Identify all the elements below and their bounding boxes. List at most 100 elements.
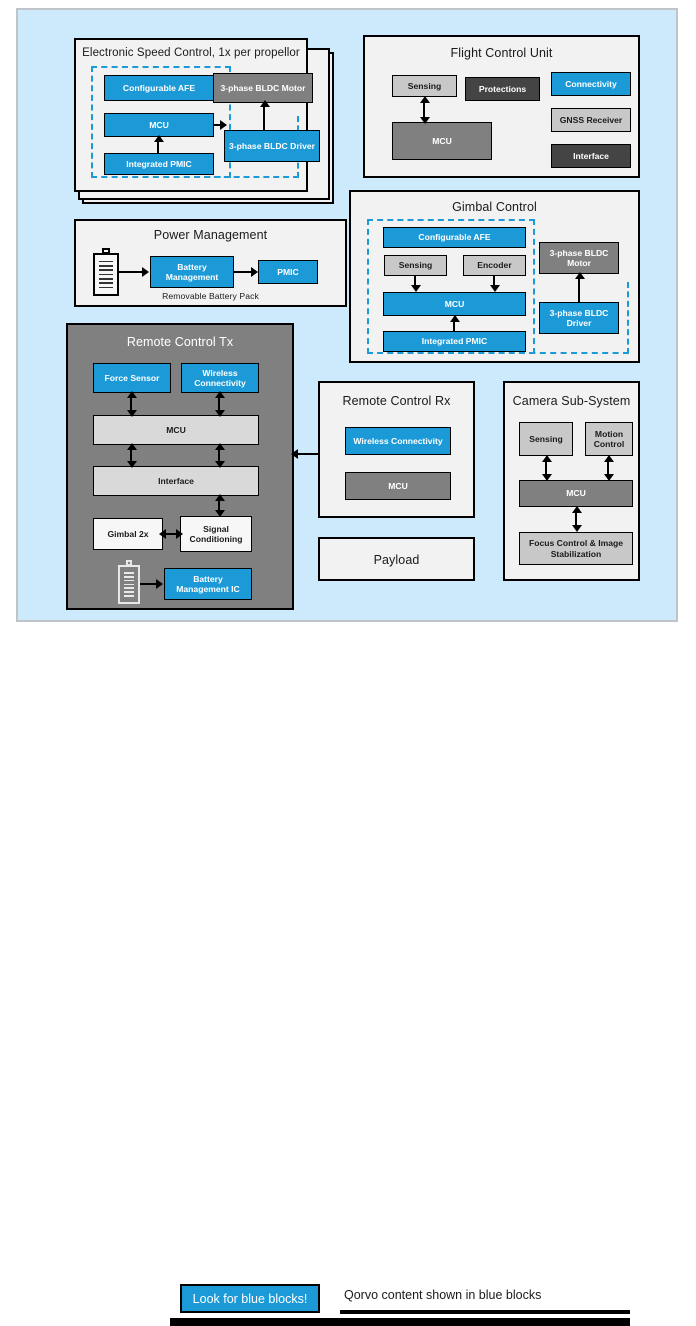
rc-tx-arrow-gimbal-signal-line (163, 533, 181, 536)
rc-tx-block-gimbal-2x[interactable]: Gimbal 2x (93, 518, 163, 550)
power-caption: Removable Battery Pack (162, 291, 259, 301)
rc-tx-arrow-mcu-interface-right-head-up (215, 443, 225, 450)
slide-canvas: Electronic Speed Control, 1x per propell… (16, 8, 678, 622)
rc-tx-arrow-batt-bmic-head (156, 579, 163, 589)
fcu-arrow-sensing-mcu-head-up (420, 96, 430, 103)
rc-tx-battery-body (118, 565, 140, 604)
esc-qorvo-region-left (91, 66, 231, 178)
rc-tx-title: Remote Control Tx (126, 335, 234, 349)
gimbal-block-encoder[interactable]: Encoder (463, 255, 526, 276)
gimbal-block-bldc-driver[interactable]: 3-phase BLDC Driver (539, 302, 619, 334)
panel-electronic-speed-control[interactable]: Electronic Speed Control, 1x per propell… (74, 38, 320, 192)
camera-arrow-sensing-mcu-head-up (542, 455, 552, 462)
rc-tx-arrow-force-mcu-head-down (127, 410, 137, 417)
rc-tx-block-battery-management-ic[interactable]: Battery Management IC (164, 568, 252, 600)
power-arrow-batt-to-bm-head (142, 267, 149, 277)
camera-arrow-sensing-mcu-head-down (542, 474, 552, 481)
esc-block-configurable-afe[interactable]: Configurable AFE (104, 75, 214, 101)
fcu-block-mcu[interactable]: MCU (392, 122, 492, 160)
camera-arrow-mcu-focus-head-down (572, 525, 582, 532)
rc-tx-arrow-mcu-interface-left-head-up (127, 443, 137, 450)
camera-arrow-sensing-mcu-line (545, 459, 548, 477)
panel-remote-control-tx[interactable]: Remote Control Tx Force Sensor Wireless … (66, 323, 294, 610)
legend-underline-rule (340, 1310, 630, 1314)
rc-tx-arrow-force-mcu-line (130, 395, 133, 413)
gimbal-qorvo-region-left (367, 219, 535, 354)
fcu-arrow-sensing-mcu-line (423, 100, 426, 120)
legend-note: Qorvo content shown in blue blocks (344, 1288, 542, 1302)
camera-block-mcu[interactable]: MCU (519, 480, 633, 507)
gimbal-block-sensing[interactable]: Sensing (384, 255, 447, 276)
panel-power-management[interactable]: Power Management Battery Management PMIC… (74, 219, 347, 307)
fcu-block-protections[interactable]: Protections (465, 77, 540, 101)
rc-tx-arrow-wireless-mcu-line (218, 395, 221, 413)
gimbal-arrow-driver-motor-line (578, 276, 581, 302)
gimbal-arrow-pmic-mcu-head (450, 315, 460, 322)
esc-arrow-driver-to-motor-line (263, 104, 266, 131)
tx-rx-link-head-left (291, 449, 298, 459)
panel-flight-control-unit[interactable]: Flight Control Unit Sensing Protections … (363, 35, 640, 178)
rc-tx-battery-icon (118, 560, 140, 604)
power-arrow-bm-to-pmic-head (251, 267, 258, 277)
rc-tx-block-mcu[interactable]: MCU (93, 415, 259, 445)
panel-remote-control-rx[interactable]: Remote Control Rx Wireless Connectivity … (318, 381, 475, 518)
rc-tx-arrow-mcu-interface-right-line (218, 447, 221, 464)
fcu-title: Flight Control Unit (450, 46, 553, 60)
fcu-block-interface[interactable]: Interface (551, 144, 631, 168)
rc-tx-block-signal-conditioning[interactable]: Signal Conditioning (180, 516, 252, 552)
panel-payload[interactable]: Payload (318, 537, 475, 581)
gimbal-title: Gimbal Control (452, 200, 537, 214)
bottom-black-bar (170, 1318, 630, 1326)
rc-tx-arrow-batt-bmic-line (140, 583, 159, 586)
tx-rx-link-line (295, 453, 331, 456)
rc-tx-block-wireless-connectivity[interactable]: Wireless Connectivity (181, 363, 259, 393)
rc-rx-title: Remote Control Rx (342, 394, 451, 408)
camera-arrow-motion-mcu-head-down (604, 474, 614, 481)
payload-title: Payload (373, 553, 420, 567)
rc-tx-block-force-sensor[interactable]: Force Sensor (93, 363, 171, 393)
gimbal-arrow-encoder-mcu-line (493, 276, 496, 287)
rc-tx-arrow-wireless-mcu-head-up (215, 391, 225, 398)
battery-icon (93, 248, 119, 296)
esc-arrow-driver-to-motor-head (260, 100, 270, 107)
legend-blue-block-button[interactable]: Look for blue blocks! (180, 1284, 320, 1313)
panel-gimbal-control[interactable]: Gimbal Control Configurable AFE Sensing … (349, 190, 640, 363)
gimbal-block-bldc-motor[interactable]: 3-phase BLDC Motor (539, 242, 619, 274)
gimbal-block-configurable-afe[interactable]: Configurable AFE (383, 227, 526, 248)
legend: Look for blue blocks! Qorvo content show… (0, 640, 696, 1326)
rc-rx-block-mcu[interactable]: MCU (345, 472, 451, 500)
rc-tx-arrow-interface-signal-line (218, 498, 221, 513)
esc-arrow-pmic-to-mcu-head (154, 135, 164, 142)
power-block-pmic[interactable]: PMIC (258, 260, 318, 284)
rc-tx-arrow-gimbal-signal-head-right (176, 529, 183, 539)
camera-block-motion-control[interactable]: Motion Control (585, 422, 633, 456)
rc-tx-arrow-gimbal-signal-head-left (159, 529, 166, 539)
gimbal-arrow-pmic-mcu-line (453, 319, 456, 331)
rc-tx-arrow-interface-signal-head-down (215, 510, 225, 517)
gimbal-block-integrated-pmic[interactable]: Integrated PMIC (383, 331, 526, 352)
gimbal-arrow-encoder-mcu-head (490, 285, 500, 292)
esc-arrow-mcu-to-driver-head (220, 120, 227, 130)
camera-arrow-motion-mcu-head-up (604, 455, 614, 462)
esc-block-integrated-pmic[interactable]: Integrated PMIC (104, 153, 214, 175)
power-block-battery-management[interactable]: Battery Management (150, 256, 234, 288)
esc-block-bldc-motor[interactable]: 3-phase BLDC Motor (213, 73, 313, 103)
fcu-block-connectivity[interactable]: Connectivity (551, 72, 631, 96)
camera-block-focus-control[interactable]: Focus Control & Image Stabilization (519, 532, 633, 565)
rc-tx-arrow-interface-signal-head-up (215, 494, 225, 501)
esc-arrow-pmic-to-mcu-line (157, 140, 160, 153)
esc-block-bldc-driver[interactable]: 3-phase BLDC Driver (224, 130, 320, 162)
camera-block-sensing[interactable]: Sensing (519, 422, 573, 456)
gimbal-qorvo-region-right (519, 282, 629, 354)
rc-tx-arrow-force-mcu-head-up (127, 391, 137, 398)
rc-tx-block-interface[interactable]: Interface (93, 466, 259, 496)
esc-block-mcu[interactable]: MCU (104, 113, 214, 137)
rc-rx-block-wireless-connectivity[interactable]: Wireless Connectivity (345, 427, 451, 455)
camera-arrow-mcu-focus-head-up (572, 506, 582, 513)
gimbal-block-mcu[interactable]: MCU (383, 292, 526, 316)
panel-camera-sub-system[interactable]: Camera Sub-System Sensing Motion Control… (503, 381, 640, 581)
fcu-block-gnss-receiver[interactable]: GNSS Receiver (551, 108, 631, 132)
camera-title: Camera Sub-System (512, 394, 631, 408)
fcu-block-sensing[interactable]: Sensing (392, 75, 457, 97)
power-title: Power Management (153, 228, 268, 242)
